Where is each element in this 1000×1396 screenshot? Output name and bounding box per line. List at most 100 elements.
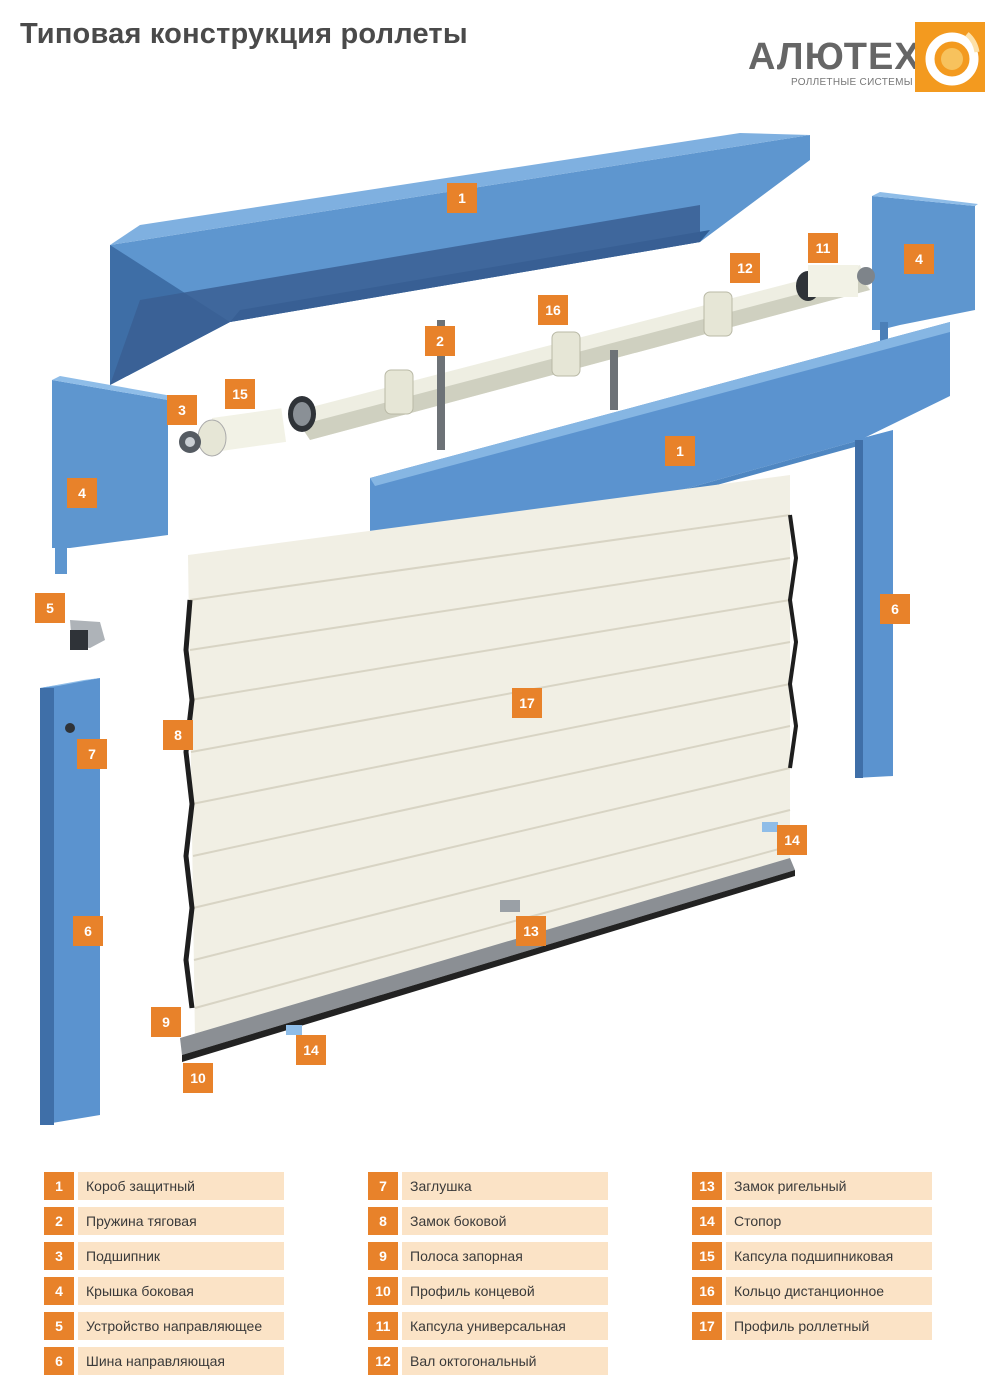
back-box-part <box>110 133 810 385</box>
callout-badge-box <box>77 739 107 769</box>
callout-badge-6: 6 <box>880 594 910 624</box>
callout-badge-box <box>67 478 97 508</box>
legend-item-number: 14 <box>692 1207 722 1235</box>
legend-item-label: Устройство направляющее <box>78 1312 284 1340</box>
legend-item-number: 16 <box>692 1277 722 1305</box>
legend-item-label: Капсула универсальная <box>402 1312 608 1340</box>
callout-badge-box <box>777 825 807 855</box>
callout-badge-label: 14 <box>303 1042 319 1058</box>
callout-badge-label: 1 <box>458 190 466 206</box>
callout-badge-box <box>665 436 695 466</box>
legend-item-label: Полоса запорная <box>402 1242 608 1270</box>
callout-badge-14: 14 <box>296 1035 326 1065</box>
callout-badge-14: 14 <box>777 825 807 855</box>
callout-badge-label: 10 <box>190 1070 206 1086</box>
legend-item-number: 5 <box>44 1312 74 1340</box>
callout-badge-box <box>151 1007 181 1037</box>
logo-subtitle: РОЛЛЕТНЫЕ СИСТЕМЫ <box>791 77 913 88</box>
callout-badge-label: 1 <box>676 443 684 459</box>
callout-badge-12: 12 <box>730 253 760 283</box>
callout-badge-6: 6 <box>73 916 103 946</box>
callout-badge-box <box>808 233 838 263</box>
callout-badge-box <box>73 916 103 946</box>
logo-ring-icon <box>915 22 985 92</box>
callout-badge-box <box>163 720 193 750</box>
legend-item-label: Замок боковой <box>402 1207 608 1235</box>
callout-badge-box <box>516 916 546 946</box>
left-guide-rail-part <box>40 678 100 1125</box>
callout-badge-5: 5 <box>35 593 65 623</box>
legend-item-number: 15 <box>692 1242 722 1270</box>
callout-badge-label: 4 <box>915 251 923 267</box>
callout-badge-label: 7 <box>88 746 96 762</box>
callout-badge-box <box>904 244 934 274</box>
callout-badge-label: 4 <box>78 485 86 501</box>
callout-badge-label: 15 <box>232 386 248 402</box>
callout-badge-label: 13 <box>523 923 539 939</box>
callout-badge-2: 2 <box>425 326 455 356</box>
callout-badge-label: 8 <box>174 727 182 743</box>
stopper-part <box>286 822 778 1035</box>
guide-device-part <box>70 620 105 650</box>
right-guide-rail-part <box>855 430 893 778</box>
callout-badge-label: 9 <box>162 1014 170 1030</box>
logo-name: АЛЮТЕХ <box>748 36 921 78</box>
callout-badge-box <box>183 1063 213 1093</box>
left-side-cover-part <box>52 376 172 574</box>
callout-badge-box <box>730 253 760 283</box>
legend-item-label: Подшипник <box>78 1242 284 1270</box>
legend-item-number: 8 <box>368 1207 398 1235</box>
callout-badge-box <box>425 326 455 356</box>
callout-badge-box <box>447 183 477 213</box>
legend-item-label: Кольцо дистанционное <box>726 1277 932 1305</box>
legend-item-number: 4 <box>44 1277 74 1305</box>
callout-badge-box <box>512 688 542 718</box>
callout-badge-label: 6 <box>891 601 899 617</box>
legend-item-number: 11 <box>368 1312 398 1340</box>
legend-item-label: Профиль роллетный <box>726 1312 932 1340</box>
legend-item-number: 6 <box>44 1347 74 1375</box>
legend-item-label: Короб защитный <box>78 1172 284 1200</box>
callout-badge-11: 11 <box>808 233 838 263</box>
callout-badge-4: 4 <box>67 478 97 508</box>
callout-badge-4: 4 <box>904 244 934 274</box>
callout-badge-10: 10 <box>183 1063 213 1093</box>
bearing-capsule-part <box>179 408 287 457</box>
callout-badge-label: 14 <box>784 832 800 848</box>
legend-item-label: Пружина тяговая <box>78 1207 284 1235</box>
legend-item-number: 12 <box>368 1347 398 1375</box>
roller-curtain-part <box>180 475 799 1062</box>
legend-item-label: Профиль концевой <box>402 1277 608 1305</box>
callout-badge-17: 17 <box>512 688 542 718</box>
callout-badge-label: 16 <box>545 302 561 318</box>
callout-badge-box <box>225 379 255 409</box>
legend-item-number: 17 <box>692 1312 722 1340</box>
legend-item-number: 1 <box>44 1172 74 1200</box>
legend-item-number: 13 <box>692 1172 722 1200</box>
callout-badge-7: 7 <box>77 739 107 769</box>
legend-item-number: 10 <box>368 1277 398 1305</box>
page-title: Типовая конструкция роллеты <box>20 18 468 50</box>
callout-badge-16: 16 <box>538 295 568 325</box>
pull-spring-part <box>437 320 618 450</box>
callout-badge-3: 3 <box>167 395 197 425</box>
callout-badge-box <box>880 594 910 624</box>
